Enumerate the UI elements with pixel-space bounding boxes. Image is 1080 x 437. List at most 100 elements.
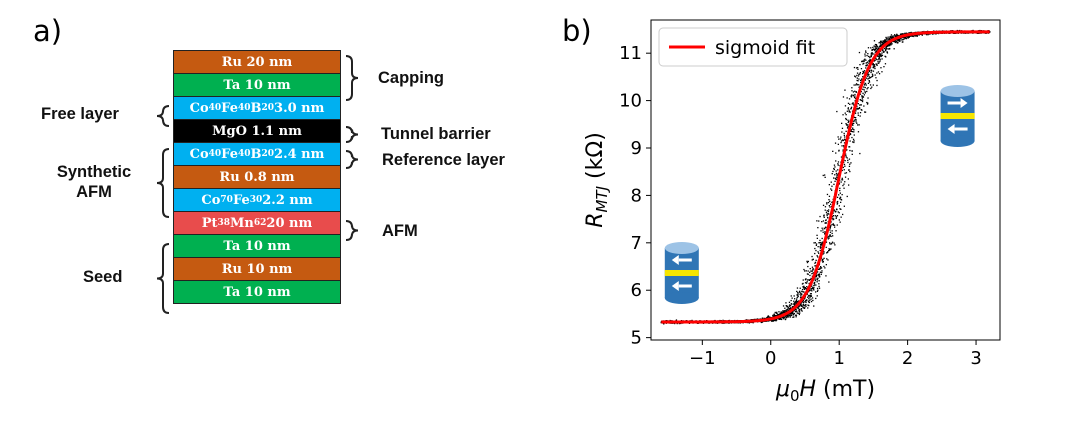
scatter-point bbox=[859, 64, 861, 66]
scatter-point bbox=[807, 300, 810, 302]
scatter-point bbox=[813, 242, 815, 244]
scatter-point bbox=[796, 311, 798, 313]
scatter-point bbox=[861, 109, 863, 111]
scatter-point bbox=[918, 34, 920, 36]
scatter-point bbox=[836, 174, 838, 176]
scatter-point bbox=[808, 282, 810, 285]
scatter-point bbox=[797, 295, 799, 298]
scatter-point bbox=[801, 293, 803, 295]
scatter-point bbox=[792, 310, 794, 313]
scatter-point bbox=[836, 224, 838, 226]
scatter-point bbox=[877, 54, 879, 57]
scatter-point bbox=[829, 206, 831, 208]
scatter-point bbox=[820, 246, 822, 248]
scatter-point bbox=[851, 131, 854, 133]
scatter-point bbox=[831, 241, 834, 243]
scatter-point bbox=[825, 264, 827, 266]
scatter-point bbox=[907, 37, 909, 39]
scatter-point bbox=[817, 271, 819, 273]
scatter-point bbox=[835, 217, 837, 219]
scatter-point bbox=[878, 58, 880, 60]
scatter-point bbox=[796, 287, 799, 289]
scatter-point bbox=[794, 311, 797, 313]
scatter-point bbox=[844, 176, 847, 178]
scatter-point bbox=[880, 55, 882, 57]
scatter-point bbox=[840, 199, 843, 201]
scatter-point bbox=[865, 50, 867, 52]
scatter-point bbox=[836, 176, 838, 178]
scatter-point bbox=[801, 290, 803, 292]
scatter-point bbox=[833, 210, 835, 212]
scatter-point bbox=[852, 141, 854, 143]
scatter-point bbox=[869, 77, 871, 79]
scatter-point bbox=[813, 285, 815, 287]
scatter-point bbox=[869, 57, 871, 59]
scatter-point bbox=[798, 313, 800, 316]
scatter-point bbox=[781, 312, 783, 314]
scatter-point bbox=[882, 41, 884, 43]
scatter-point bbox=[811, 297, 814, 299]
scatter-point bbox=[817, 277, 819, 279]
scatter-point bbox=[851, 87, 853, 89]
scatter-point bbox=[775, 320, 777, 322]
scatter-point bbox=[852, 103, 854, 105]
scatter-point bbox=[886, 52, 889, 54]
scatter-point bbox=[810, 288, 812, 290]
scatter-point bbox=[872, 46, 874, 49]
scatter-point bbox=[811, 287, 813, 290]
scatter-point bbox=[878, 47, 880, 49]
scatter-point bbox=[841, 194, 843, 196]
scatter-point bbox=[834, 174, 836, 176]
scatter-point bbox=[831, 216, 834, 218]
scatter-point bbox=[810, 298, 812, 300]
scatter-point bbox=[873, 60, 875, 62]
scatter-point bbox=[858, 73, 860, 76]
scatter-point bbox=[889, 43, 891, 45]
scatter-point bbox=[908, 36, 910, 38]
layer-7-text-0: Pt bbox=[201, 215, 218, 231]
scatter-point bbox=[806, 293, 808, 295]
scatter-points bbox=[660, 29, 991, 325]
scatter-point bbox=[832, 170, 834, 173]
scatter-point bbox=[809, 295, 811, 297]
scatter-point bbox=[886, 40, 888, 42]
scatter-point bbox=[776, 314, 779, 317]
scatter-point bbox=[878, 46, 880, 48]
scatter-point bbox=[845, 123, 847, 125]
scatter-point bbox=[800, 295, 802, 297]
scatter-point bbox=[774, 311, 776, 314]
scatter-point bbox=[785, 318, 787, 320]
scatter-point bbox=[790, 305, 792, 307]
scatter-point bbox=[883, 50, 885, 53]
scatter-point bbox=[788, 308, 790, 310]
scatter-point bbox=[808, 279, 810, 281]
scatter-point bbox=[812, 269, 814, 271]
low-resistance-inset-top bbox=[664, 242, 699, 254]
scatter-point bbox=[836, 215, 839, 217]
scatter-point bbox=[855, 121, 857, 123]
scatter-point bbox=[795, 314, 798, 316]
scatter-point bbox=[890, 44, 892, 46]
scatter-point bbox=[863, 71, 865, 73]
scatter-point bbox=[814, 281, 816, 284]
scatter-point bbox=[831, 223, 833, 226]
tunnel-barrier-brace bbox=[345, 126, 359, 143]
scatter-point bbox=[858, 84, 860, 86]
scatter-point bbox=[884, 39, 886, 41]
scatter-point bbox=[848, 169, 850, 171]
scatter-point bbox=[853, 96, 856, 99]
layer-2-text-6: 3.0 nm bbox=[274, 100, 325, 116]
scatter-point bbox=[773, 313, 775, 315]
scatter-point bbox=[854, 76, 857, 78]
scatter-point bbox=[847, 125, 849, 128]
scatter-point bbox=[837, 200, 839, 203]
scatter-point bbox=[792, 303, 795, 305]
scatter-point bbox=[785, 309, 787, 311]
scatter-point bbox=[874, 67, 876, 70]
scatter-point bbox=[839, 208, 841, 210]
scatter-point bbox=[828, 209, 830, 211]
scatter-point bbox=[849, 149, 851, 152]
scatter-point bbox=[926, 34, 928, 36]
